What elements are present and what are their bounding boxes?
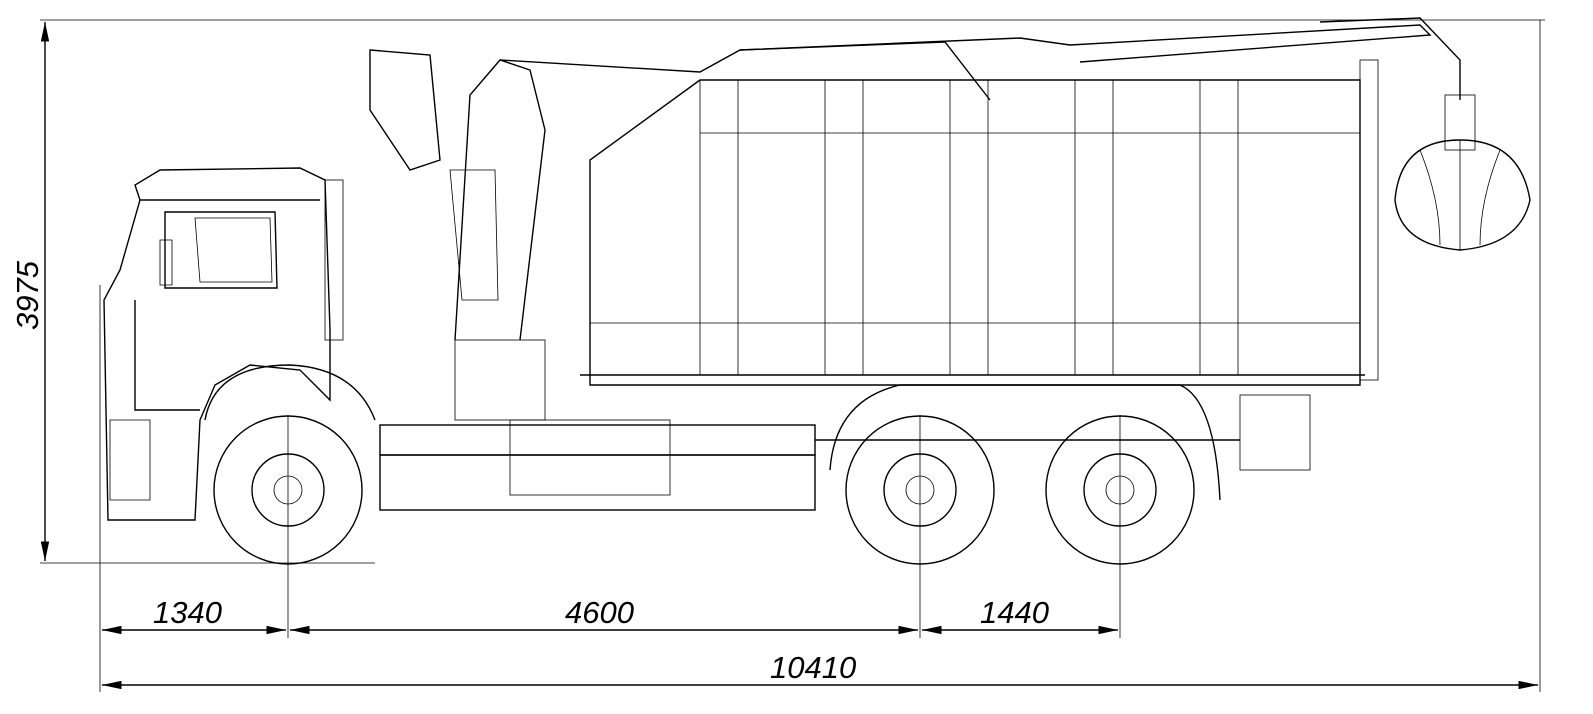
front-overhang-label: 1340 — [153, 595, 222, 630]
front-wheel — [213, 415, 363, 565]
grapple — [1394, 94, 1531, 251]
wheelbase-label: 4600 — [565, 595, 634, 630]
dimension-lines — [40, 19, 1545, 692]
height-dimension-label: 3975 — [10, 260, 45, 330]
truck-cab — [103, 167, 376, 521]
rear-wheel-1 — [845, 415, 995, 565]
chassis-frame — [379, 339, 1311, 511]
crane-boom — [369, 17, 1461, 341]
rear-axle-spacing-label: 1440 — [980, 595, 1049, 630]
overall-length-label: 10410 — [770, 650, 856, 685]
rear-wheel-2 — [1045, 415, 1195, 565]
cargo-body — [580, 59, 1379, 386]
